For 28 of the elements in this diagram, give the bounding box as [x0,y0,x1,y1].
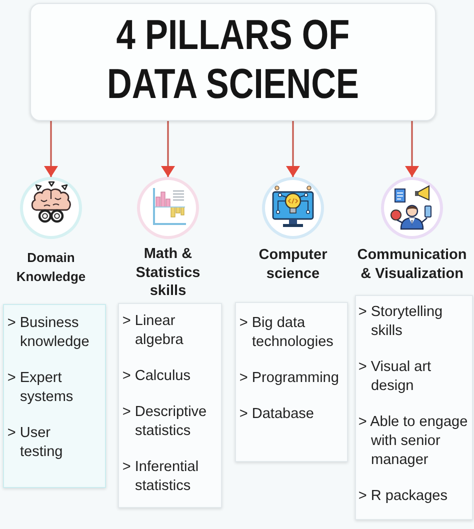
list-item: > Big data technologies [239,314,334,352]
list-item: > Database [239,404,315,424]
list-panel [118,303,222,508]
list-panel [355,295,473,520]
pillar-heading: Communication & Visualization [356,246,468,283]
list-item: > Linear algebra [122,312,184,350]
pillar-heading: Computer science [258,246,328,283]
list-item: > Visual art design [358,358,432,396]
pillar-heading: Math & Statistics skills [134,245,202,300]
list-item: > Inferential statistics [122,458,200,496]
list-item: > Calculus [122,366,192,386]
list-item: > Descriptive statistics [122,402,208,440]
list-item: > Expert systems [7,368,74,406]
list-item: > R packages [358,486,448,506]
list-item: > Programming [239,368,340,388]
list-item: > Able to engage with senior manager [358,412,469,470]
list-item: > User testing [7,424,64,462]
list-item: > Storytelling skills [358,302,444,340]
arrow [405,121,419,177]
list-item: > Business knowledge [7,314,90,352]
title-text: 4 PILLARS OF DATA SCIENCE [106,10,360,108]
list-panel [3,304,106,488]
arrow [161,121,175,177]
arrow [286,121,300,177]
list-panel [235,302,348,462]
arrow [44,121,58,177]
pillar-heading: Domain Knowledge [15,249,87,286]
title-box [30,3,436,121]
